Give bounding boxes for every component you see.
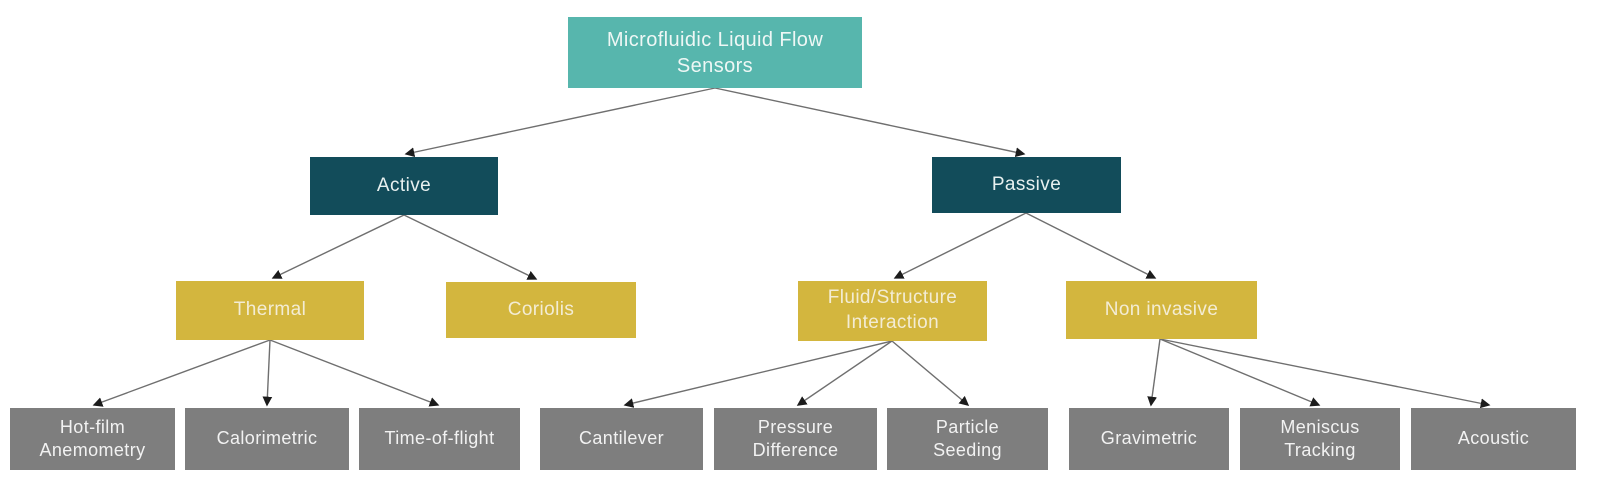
node-meniscus-tracking: Meniscus Tracking — [1240, 408, 1400, 470]
node-label: Acoustic — [1457, 428, 1530, 449]
node-pressure-difference: Pressure Difference — [714, 408, 877, 470]
node-microfluidic-liquid-flow-sensors: Microfluidic Liquid Flow Sensors — [568, 17, 862, 88]
node-label: Calorimetric — [216, 428, 318, 449]
node-cantilever: Cantilever — [540, 408, 703, 470]
node-label: Coriolis — [507, 298, 575, 320]
edge-group — [92, 87, 1491, 409]
node-label: Fluid/Structure Interaction — [827, 287, 958, 333]
node-label: Non invasive — [1104, 298, 1219, 320]
node-non-invasive: Non invasive — [1066, 281, 1257, 339]
node-label: Meniscus Tracking — [1280, 416, 1360, 460]
node-label: Hot-film Anemometry — [39, 416, 146, 460]
node-particle-seeding: Particle Seeding — [887, 408, 1048, 470]
node-label: Time-of-flight — [384, 428, 495, 449]
node-acoustic: Acoustic — [1411, 408, 1576, 470]
node-label: Active — [376, 174, 432, 196]
node-label: Passive — [991, 173, 1062, 195]
node-hot-film-anemometry: Hot-film Anemometry — [10, 408, 175, 470]
node-label: Microfluidic Liquid Flow Sensors — [606, 28, 824, 77]
node-passive: Passive — [932, 157, 1121, 213]
node-label: Particle Seeding — [933, 416, 1002, 460]
node-active: Active — [310, 157, 498, 215]
node-label: Cantilever — [578, 428, 665, 449]
node-label: Pressure Difference — [752, 416, 839, 460]
node-thermal: Thermal — [176, 281, 364, 340]
node-gravimetric: Gravimetric — [1069, 408, 1229, 470]
node-time-of-flight: Time-of-flight — [359, 408, 520, 470]
node-fluid-structure-interaction: Fluid/Structure Interaction — [798, 281, 987, 341]
node-coriolis: Coriolis — [446, 282, 636, 338]
node-label: Thermal — [233, 299, 307, 321]
node-calorimetric: Calorimetric — [185, 408, 349, 470]
node-label: Gravimetric — [1100, 428, 1198, 449]
